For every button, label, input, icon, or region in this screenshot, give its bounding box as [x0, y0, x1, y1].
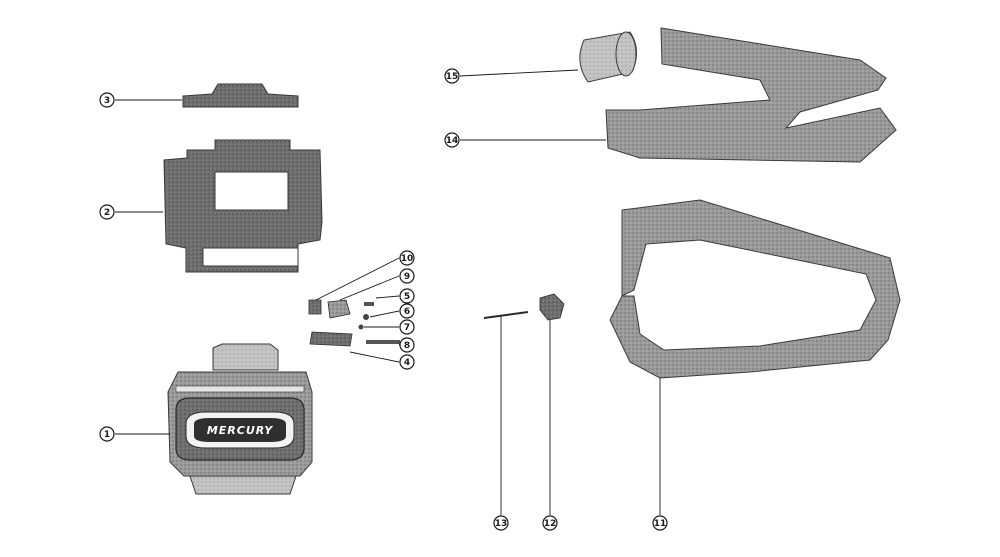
callout-2: 2 [99, 204, 115, 220]
part-15-cylinder [579, 31, 637, 83]
callout-7: 7 [399, 319, 415, 335]
callout-5: 5 [399, 288, 415, 304]
leader-lines [115, 69, 661, 515]
part-13-rod [483, 311, 529, 319]
part-3-pad [182, 83, 299, 108]
hardware-parts [308, 299, 400, 347]
callout-4: 4 [399, 354, 415, 370]
callout-15: 15 [444, 68, 460, 84]
callout-10-label: 10 [401, 254, 414, 264]
callout-7-label: 7 [404, 323, 410, 333]
callout-1: 1 [99, 426, 115, 442]
callout-11: 11 [652, 515, 668, 531]
callout-6-label: 6 [404, 307, 410, 317]
callout-11-label: 11 [654, 519, 667, 529]
callout-13-label: 13 [495, 519, 508, 529]
callout-15-label: 15 [446, 72, 459, 82]
callout-13: 13 [493, 515, 509, 531]
callout-4-label: 4 [404, 358, 410, 368]
callout-2-label: 2 [104, 208, 110, 218]
callout-14: 14 [444, 132, 460, 148]
part-2-gasket [163, 139, 323, 273]
callout-14-label: 14 [446, 136, 459, 146]
part-1-top-cowl: MERCURY [167, 343, 313, 495]
callout-8-label: 8 [404, 341, 410, 351]
callout-3: 3 [99, 92, 115, 108]
callout-10: 10 [399, 250, 415, 266]
part-12-bracket [539, 293, 565, 321]
callout-9-label: 9 [404, 272, 410, 282]
callout-12: 12 [542, 515, 558, 531]
callout-3-label: 3 [104, 96, 110, 106]
callout-5-label: 5 [404, 292, 410, 302]
callout-6: 6 [399, 303, 415, 319]
callout-1-label: 1 [104, 430, 110, 440]
part-11-band [609, 199, 901, 379]
callout-12-label: 12 [544, 519, 557, 529]
callout-8: 8 [399, 337, 415, 353]
callout-9: 9 [399, 268, 415, 284]
part-14-wrap [605, 27, 897, 163]
brand-label: MERCURY [207, 424, 273, 437]
